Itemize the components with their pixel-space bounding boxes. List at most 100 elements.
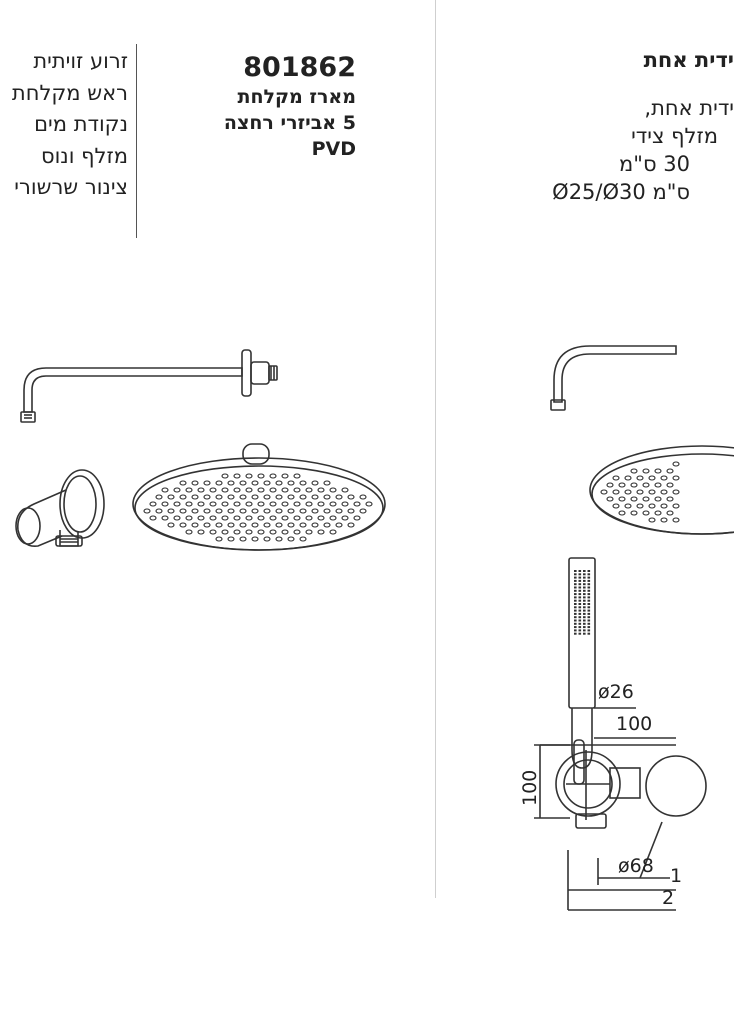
nozzle bbox=[209, 501, 217, 507]
nozzle bbox=[305, 529, 313, 535]
nozzle bbox=[317, 529, 325, 535]
spray-hole bbox=[587, 599, 591, 602]
feature-item: צינור שרשורי bbox=[14, 175, 128, 199]
wall-outlet-drawing bbox=[15, 469, 105, 547]
nozzle bbox=[167, 494, 175, 500]
shower-arm-drawing bbox=[20, 349, 278, 423]
spray-hole bbox=[578, 596, 582, 599]
shower-head-drawing bbox=[132, 443, 386, 551]
nozzle bbox=[287, 494, 295, 500]
nozzle bbox=[666, 482, 674, 488]
nozzle bbox=[335, 494, 343, 500]
nozzle bbox=[209, 529, 217, 535]
nozzle bbox=[636, 489, 644, 495]
nozzle bbox=[185, 529, 193, 535]
nozzle bbox=[672, 475, 680, 481]
dim-height-left: 100 bbox=[519, 770, 541, 806]
nozzle bbox=[600, 489, 608, 495]
nozzle bbox=[263, 536, 271, 542]
nozzle bbox=[287, 522, 295, 528]
nozzle bbox=[191, 494, 199, 500]
spray-hole bbox=[587, 629, 591, 632]
nozzle bbox=[672, 461, 680, 467]
right-column: ידית אחת ידית אחת, מזלף צידי 30 ס"מ Ø25/… bbox=[440, 0, 734, 1024]
nozzle bbox=[672, 489, 680, 495]
nozzle bbox=[612, 489, 620, 495]
spray-hole bbox=[574, 576, 577, 579]
dim-width-bottom: 2 bbox=[662, 887, 674, 909]
spray-hole bbox=[583, 579, 586, 582]
nozzle bbox=[648, 517, 656, 523]
nozzle bbox=[269, 473, 277, 479]
nozzle bbox=[227, 508, 235, 514]
spray-hole bbox=[578, 629, 582, 632]
nozzle bbox=[281, 487, 289, 493]
spray-hole bbox=[587, 616, 591, 619]
nozzle bbox=[293, 515, 301, 521]
column-divider bbox=[435, 0, 436, 898]
nozzle bbox=[257, 501, 265, 507]
nozzle bbox=[221, 515, 229, 521]
spray-hole bbox=[587, 609, 591, 612]
spray-hole bbox=[578, 612, 582, 615]
nozzle bbox=[305, 487, 313, 493]
nozzle bbox=[666, 510, 674, 516]
spray-hole bbox=[583, 632, 586, 635]
nozzle bbox=[233, 529, 241, 535]
nozzle bbox=[233, 501, 241, 507]
spray-hole bbox=[574, 626, 577, 629]
nozzle bbox=[227, 522, 235, 528]
nozzle bbox=[654, 468, 662, 474]
nozzle bbox=[660, 503, 668, 509]
nozzle bbox=[239, 536, 247, 542]
spray-hole bbox=[578, 583, 582, 586]
spray-hole bbox=[578, 573, 582, 576]
nozzle bbox=[179, 522, 187, 528]
nozzle bbox=[311, 494, 319, 500]
technical-drawing: ø26 100 100 ø68 1 2 bbox=[519, 345, 734, 911]
right-heading: ידית אחת bbox=[643, 48, 734, 72]
spray-hole bbox=[587, 589, 591, 592]
nozzle bbox=[251, 508, 259, 514]
nozzle bbox=[275, 522, 283, 528]
nozzle bbox=[612, 503, 620, 509]
spray-hole bbox=[578, 626, 582, 629]
nozzle bbox=[167, 508, 175, 514]
spray-hole bbox=[583, 626, 586, 629]
nozzle bbox=[251, 536, 259, 542]
nozzle bbox=[161, 515, 169, 521]
spray-hole bbox=[574, 609, 577, 612]
spray-hole bbox=[574, 589, 577, 592]
nozzle bbox=[287, 508, 295, 514]
nozzle bbox=[666, 496, 674, 502]
spray-hole bbox=[583, 599, 586, 602]
spray-hole bbox=[578, 622, 582, 625]
nozzle bbox=[636, 475, 644, 481]
nozzle bbox=[624, 489, 632, 495]
nozzle bbox=[365, 501, 373, 507]
nozzle bbox=[672, 517, 680, 523]
spray-hole bbox=[583, 586, 586, 589]
nozzle bbox=[317, 487, 325, 493]
model-accessories: 5 אביזרי רחצה bbox=[223, 112, 356, 134]
spray-hole bbox=[574, 612, 577, 615]
nozzle bbox=[642, 510, 650, 516]
nozzle bbox=[221, 487, 229, 493]
nozzle bbox=[642, 482, 650, 488]
nozzle bbox=[287, 480, 295, 486]
nozzle bbox=[347, 494, 355, 500]
spray-hole bbox=[583, 606, 586, 609]
spray-hole bbox=[578, 616, 582, 619]
nozzle bbox=[347, 508, 355, 514]
nozzle bbox=[323, 494, 331, 500]
nozzle bbox=[287, 536, 295, 542]
nozzle bbox=[630, 496, 638, 502]
nozzle bbox=[606, 482, 614, 488]
nozzle bbox=[329, 529, 337, 535]
nozzle bbox=[347, 522, 355, 528]
nozzle bbox=[275, 536, 283, 542]
nozzle bbox=[197, 487, 205, 493]
nozzle bbox=[203, 480, 211, 486]
spray-hole bbox=[578, 619, 582, 622]
spray-hole bbox=[574, 606, 577, 609]
